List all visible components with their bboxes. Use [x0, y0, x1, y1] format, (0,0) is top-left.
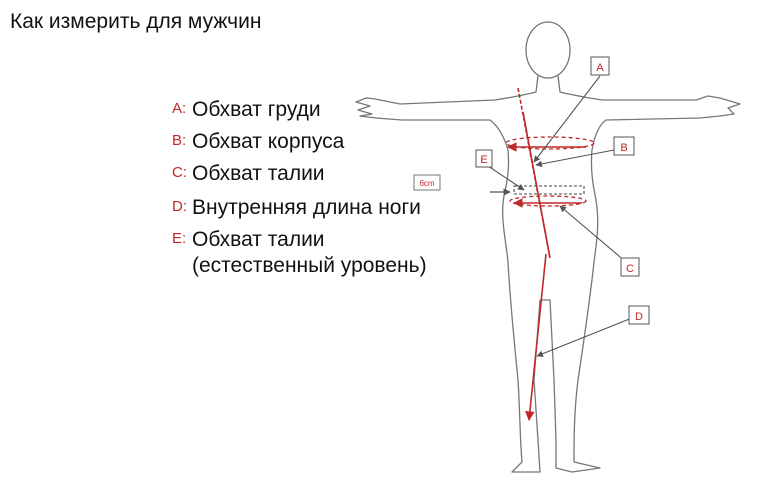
label-c: C [626, 263, 634, 275]
body-left-contour [355, 75, 541, 473]
legend-text: Внутренняя длина ноги [192, 196, 421, 219]
legend-letter: C: [172, 164, 187, 181]
body-outline [355, 21, 741, 473]
leader-lines [487, 75, 633, 357]
measure-loop-c [509, 195, 587, 207]
label-box-c: C [620, 257, 640, 277]
measure-band-e [513, 185, 585, 195]
measure-line-a-solid [522, 111, 551, 259]
leader-e [487, 165, 525, 191]
label-b: B [620, 142, 627, 154]
page-title: Как измерить для мужчин [10, 10, 262, 33]
label-box-e: E [475, 149, 493, 168]
leader-b [535, 149, 615, 168]
legend-text-line1: Обхват талии [192, 228, 325, 251]
label-a: A [596, 62, 604, 74]
label-d: D [635, 311, 643, 323]
offset-note-box: 6cm [413, 174, 441, 191]
measure-loop-b [505, 136, 595, 150]
label-box-d: D [628, 305, 650, 325]
legend-text: Обхват талии [192, 162, 325, 185]
measure-arrow-d [525, 253, 547, 421]
label-box-a: A [590, 56, 610, 76]
leader-a [533, 75, 601, 163]
legend-letter: E: [172, 230, 187, 247]
body-right-contour [540, 75, 741, 473]
leader-d [536, 317, 633, 357]
legend-letter: B: [172, 132, 187, 149]
legend-text-line2: (естественный уровень) [192, 254, 427, 277]
legend-text: Обхват корпуса [192, 130, 345, 153]
legend-letter: A: [172, 100, 187, 117]
legend-text: Обхват талии (естественный уровень) [192, 228, 427, 278]
head-shape [525, 21, 571, 79]
leader-c [559, 205, 627, 263]
legend-letter: D: [172, 198, 187, 215]
label-box-b: B [613, 136, 635, 156]
label-e: E [480, 154, 487, 166]
offset-note: 6cm [419, 179, 434, 188]
legend-text: Обхват груди [192, 98, 321, 121]
